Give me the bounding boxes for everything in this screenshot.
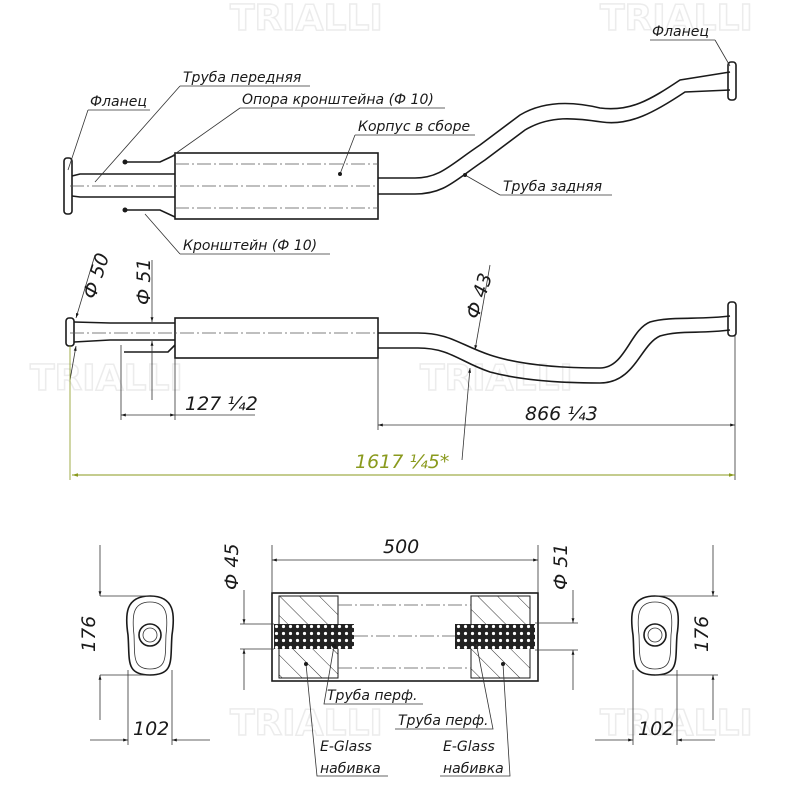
rear-flange xyxy=(727,61,737,101)
watermark: TRIALLI xyxy=(230,703,383,744)
dim-rear-length: 866 ¼3 xyxy=(525,403,598,425)
brackets xyxy=(125,154,176,218)
dim-front-length: 127 ¼2 xyxy=(185,393,258,415)
right-end-view: 176 102 xyxy=(595,545,718,745)
dim-right-height: 176 xyxy=(691,616,713,652)
watermark: TRIALLI xyxy=(30,358,183,399)
perforated-tube-left xyxy=(274,624,354,649)
front-pipe xyxy=(71,173,175,198)
section-view: 500 Ф 45 Ф 51 Труба перф. Труба перф. E-… xyxy=(221,536,578,777)
label-packing-left: набивка xyxy=(320,761,381,777)
watermark: TRIALLI xyxy=(420,358,573,399)
label-rear-pipe: Труба задняя xyxy=(503,179,602,195)
label-perf-tube-right: Труба перф. xyxy=(398,713,488,729)
top-view: Фланец Фланец Труба передняя Опора кронш… xyxy=(63,24,737,255)
dim-left-width: 102 xyxy=(133,718,169,740)
rear-flange-side xyxy=(727,301,737,337)
label-perf-tube-left: Труба перф. xyxy=(327,688,417,704)
label-flange-front: Фланец xyxy=(90,94,147,110)
watermarks: TRIALLI TRIALLI TRIALLI TRIALLI TRIALLI … xyxy=(29,0,753,745)
label-eglass-right: E-Glass xyxy=(443,739,495,755)
rear-pipe xyxy=(378,71,731,195)
dim-body-length: 500 xyxy=(383,536,419,558)
watermark: TRIALLI xyxy=(600,0,753,39)
watermark: TRIALLI xyxy=(230,0,383,39)
label-flange-rear: Фланец xyxy=(652,24,709,40)
muffler-body-side xyxy=(174,317,379,359)
watermark: TRIALLI xyxy=(600,703,753,744)
left-end-view: 176 102 xyxy=(78,545,210,745)
dim-total-length: 1617 ¼5* xyxy=(355,451,449,473)
dim-diameter-50: Ф 50 xyxy=(79,250,114,301)
dim-diameter-51: Ф 51 xyxy=(133,258,155,305)
label-bracket: Кронштейн (Ф 10) xyxy=(183,238,317,254)
label-bracket-support: Опора кронштейна (Ф 10) xyxy=(242,92,434,108)
dim-diameter-43: Ф 43 xyxy=(462,270,497,321)
dim-left-height: 176 xyxy=(78,616,100,652)
perforated-tube-right xyxy=(455,624,535,649)
label-packing-right: набивка xyxy=(443,761,504,777)
dim-right-width: 102 xyxy=(638,718,674,740)
label-body-assembly: Корпус в сборе xyxy=(358,119,470,135)
label-eglass-left: E-Glass xyxy=(320,739,372,755)
label-front-pipe: Труба передняя xyxy=(183,70,301,86)
dim-diameter-45: Ф 45 xyxy=(221,543,243,590)
rear-pipe-side xyxy=(378,315,731,384)
dim-diameter-51-section: Ф 51 xyxy=(550,543,572,590)
muffler-section xyxy=(271,592,539,682)
front-flange-side xyxy=(65,317,75,347)
